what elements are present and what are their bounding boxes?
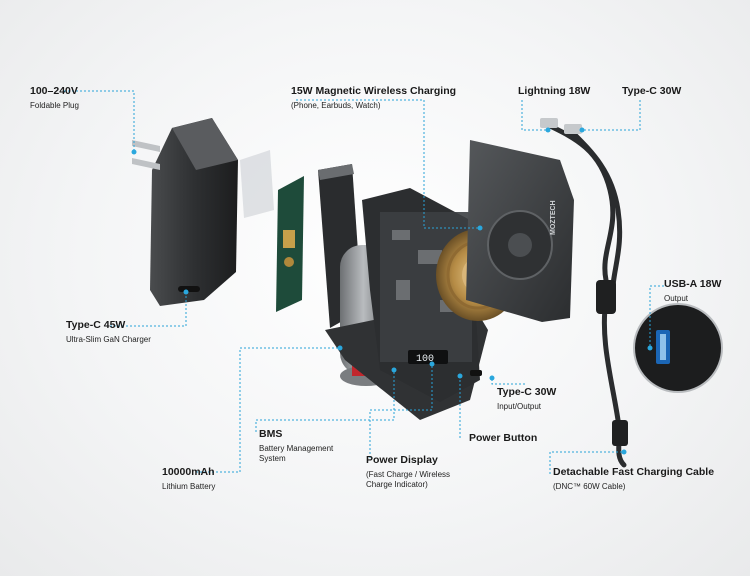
callout-wireless: 15W Magnetic Wireless Charging (Phone, E… — [291, 85, 456, 111]
callout-subtitle: Input/Output — [497, 402, 542, 412]
brand-logo-text: MOZTECH — [550, 200, 557, 235]
callout-cable: Detachable Fast Charging Cable (DNC™ 60W… — [553, 466, 714, 492]
callout-title: Power Button — [469, 432, 538, 444]
callout-subtitle: (DNC™ 60W Cable) — [553, 482, 626, 492]
detachable-cable — [540, 118, 628, 468]
callout-lightning: Lightning 18W — [518, 85, 590, 98]
callout-subtitle: Output — [664, 294, 689, 304]
callout-subtitle: Battery Management System — [259, 444, 334, 464]
callout-subtitle: (Phone, Earbuds, Watch) — [291, 101, 381, 111]
callout-title: 10000mAh — [162, 466, 215, 478]
callout-title: Type-C 45W — [66, 319, 126, 331]
callout-typec30-io: Type-C 30W Input/Output — [497, 386, 556, 412]
gan-charger-module — [132, 118, 238, 306]
callout-usba: USB-A 18W Output — [664, 278, 721, 304]
callout-leaders — [64, 90, 664, 474]
callout-title: Power Display — [366, 454, 438, 466]
callout-subtitle: Ultra-Slim GaN Charger — [66, 335, 151, 345]
callout-typec30: Type-C 30W — [622, 85, 681, 98]
callout-subtitle: (Fast Charge / Wireless Charge Indicator… — [366, 470, 451, 490]
callout-title: Lightning 18W — [518, 85, 591, 97]
callout-title: Type-C 30W — [622, 85, 682, 97]
magnetic-wireless-pad: MOZTECH — [466, 140, 574, 322]
callout-plug: 100–240V Foldable Plug — [30, 85, 79, 111]
callout-title: Type-C 30W — [497, 386, 557, 398]
callout-subtitle: Lithium Battery — [162, 482, 216, 492]
display-readout: 100 — [416, 354, 434, 365]
callout-title: USB-A 18W — [664, 278, 722, 290]
charger-pcb — [240, 150, 304, 312]
usb-a-port-detail — [633, 303, 723, 393]
callout-title: Detachable Fast Charging Cable — [553, 466, 715, 478]
callout-typec45: Type-C 45W Ultra-Slim GaN Charger — [66, 319, 151, 345]
callout-title: BMS — [259, 428, 283, 440]
callout-power-display: Power Display (Fast Charge / Wireless Ch… — [366, 454, 476, 490]
callout-power-button: Power Button — [469, 432, 537, 445]
callout-title: 100–240V — [30, 85, 78, 97]
callout-dots — [131, 127, 653, 455]
callout-title: 15W Magnetic Wireless Charging — [291, 85, 457, 97]
callout-battery: 10000mAh Lithium Battery — [162, 466, 215, 492]
callout-bms: BMS Battery Management System — [259, 428, 359, 464]
callout-subtitle: Foldable Plug — [30, 101, 79, 111]
